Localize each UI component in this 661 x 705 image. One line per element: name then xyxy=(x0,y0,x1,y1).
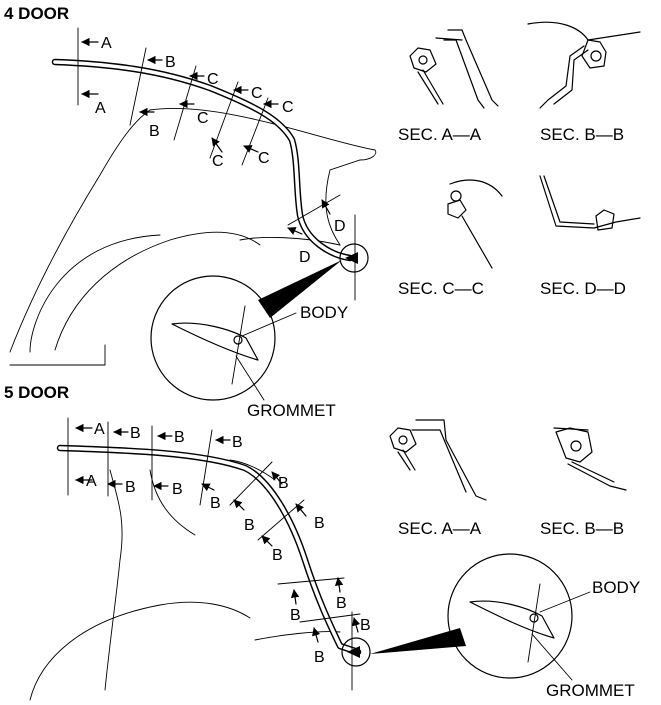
four-door-title: 4 DOOR xyxy=(4,4,69,23)
cut-letter-b: B xyxy=(210,495,221,512)
four-door-grommet-leader xyxy=(235,355,265,401)
cut-letter-b: B xyxy=(125,479,136,496)
cut-letter-b: B xyxy=(174,429,185,446)
four-door-grommet-callout: GROMMET xyxy=(247,401,336,420)
four-door-sec-a: SEC. A—A xyxy=(398,29,499,144)
cut-letter-c: C xyxy=(197,110,209,127)
four-door-section-arrows xyxy=(81,37,331,235)
cut-letter-b: B xyxy=(336,595,347,612)
five-door-detail-panel xyxy=(469,600,555,639)
cut-letter-b: B xyxy=(165,54,176,71)
four-door-detail-stud xyxy=(231,305,246,385)
five-door-body-callout: BODY xyxy=(592,578,640,597)
four-door-sec-b-label: SEC. B—B xyxy=(540,125,624,144)
cut-letter-d: D xyxy=(334,218,346,235)
four-door-detail-panel xyxy=(171,322,259,361)
four-door-group: 4 DOOR xyxy=(4,4,641,420)
cut-letter-b: B xyxy=(314,515,325,532)
cut-letter-b: B xyxy=(278,475,289,492)
four-door-detail-circle xyxy=(150,275,276,401)
five-door-body-outline xyxy=(29,459,341,701)
five-door-sec-a-label: SEC. A—A xyxy=(398,519,482,538)
four-door-sec-b: SEC. B—B xyxy=(527,21,641,144)
five-door-sec-b-label: SEC. B—B xyxy=(540,519,624,538)
cut-letter-a: A xyxy=(94,421,105,438)
cut-letter-b: B xyxy=(232,434,243,451)
four-door-detail-grommet xyxy=(233,335,243,345)
four-door-grommet-mark-icon xyxy=(345,252,358,264)
cut-letter-b: B xyxy=(130,425,141,442)
four-door-body-leader xyxy=(241,312,297,337)
cut-letter-c: C xyxy=(251,85,263,102)
cut-letter-a: A xyxy=(95,100,106,117)
five-door-sec-b: SEC. B—B xyxy=(540,427,627,538)
four-door-sec-d-label: SEC. D—D xyxy=(540,279,626,298)
four-door-body-callout: BODY xyxy=(300,303,348,322)
five-door-grommet-leader xyxy=(531,633,573,681)
cut-letter-b: B xyxy=(314,649,325,666)
four-door-sec-c: SEC. C—C xyxy=(398,179,503,298)
five-door-detail-circle xyxy=(447,553,573,679)
cut-letter-b: B xyxy=(360,617,371,634)
cut-letter-b: B xyxy=(290,607,301,624)
cut-letter-c: C xyxy=(282,99,294,116)
five-door-grommet-mark-icon xyxy=(347,646,360,658)
cut-letter-c: C xyxy=(258,150,270,167)
five-door-sec-a: SEC. A—A xyxy=(389,419,487,538)
four-door-cut-letters: A A B B C C C C C C D D xyxy=(95,35,346,266)
four-door-leader xyxy=(258,260,342,318)
five-door-leader xyxy=(370,628,466,654)
cut-letter-b: B xyxy=(272,547,283,564)
five-door-section-arrows xyxy=(75,423,361,643)
five-door-grommet-callout: GROMMET xyxy=(546,681,635,700)
five-door-detail-grommet xyxy=(529,613,539,623)
cut-letter-b: B xyxy=(172,481,183,498)
five-door-cut-letters: A A B B B B B B B B B B B B B B xyxy=(86,421,371,666)
four-door-sec-a-label: SEC. A—A xyxy=(398,125,482,144)
four-door-sec-d: SEC. D—D xyxy=(539,175,641,298)
cut-letter-b: B xyxy=(149,123,160,140)
cut-letter-c: C xyxy=(207,71,219,88)
cut-letter-b: B xyxy=(244,517,255,534)
cut-letter-d: D xyxy=(299,249,311,266)
cut-letter-a: A xyxy=(101,35,112,52)
five-door-grommet-mark xyxy=(341,637,371,667)
cut-letter-a: A xyxy=(86,473,97,490)
four-door-sec-c-label: SEC. C—C xyxy=(398,279,484,298)
five-door-title: 5 DOOR xyxy=(4,383,69,402)
five-door-detail-stud xyxy=(527,583,541,663)
four-door-sill-line xyxy=(239,237,341,246)
five-door-body-leader xyxy=(539,591,591,613)
four-door-body-outline xyxy=(9,107,377,366)
four-door-grommet-mark xyxy=(339,243,369,273)
five-door-group: 5 DOOR xyxy=(4,383,640,701)
cut-letter-c: C xyxy=(212,153,224,170)
